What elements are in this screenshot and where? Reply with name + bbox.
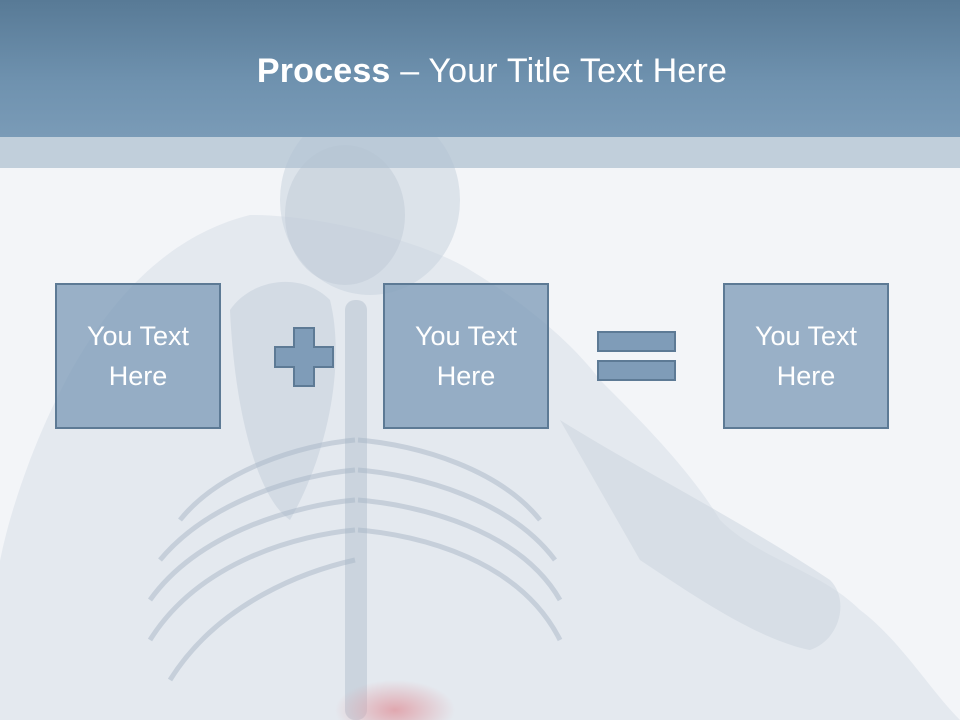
slide-title-bold: Process: [256, 52, 391, 90]
plus-icon: [274, 327, 334, 387]
title-bar: [0, 0, 960, 137]
slide-title-rest: – Your Title Text Here: [390, 52, 728, 90]
title-bar-underline: [0, 137, 960, 168]
process-box-2[interactable]: You Text Here: [383, 283, 549, 429]
process-box-1[interactable]: You Text Here: [55, 283, 221, 429]
process-box-1-text: You Text Here: [86, 321, 190, 391]
process-box-3-text: You Text Here: [754, 321, 858, 391]
process-box-3[interactable]: You Text Here: [723, 283, 889, 429]
process-box-2-text: You Text Here: [414, 321, 518, 391]
equals-icon: [597, 331, 676, 381]
slide-title: Process – Your Title Text Here: [0, 52, 960, 91]
